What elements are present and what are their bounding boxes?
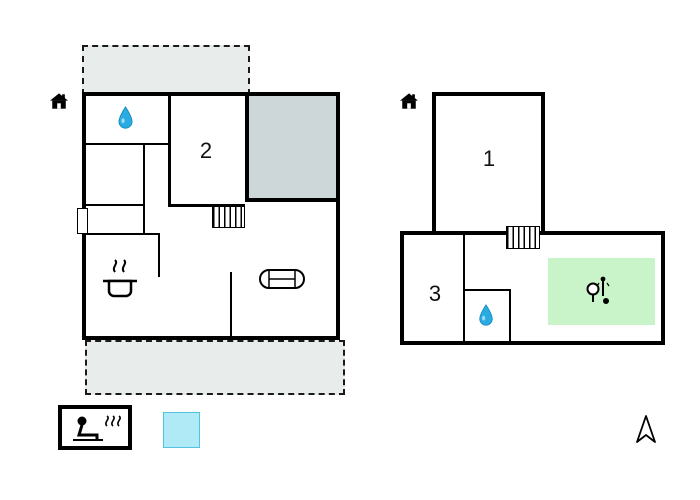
stairs-icon bbox=[212, 206, 245, 228]
interior-wall bbox=[86, 233, 160, 235]
interior-wall bbox=[168, 204, 245, 207]
house-icon bbox=[400, 93, 418, 110]
shower-icon bbox=[580, 272, 618, 310]
interior-wall bbox=[463, 289, 511, 291]
interior-wall bbox=[143, 143, 145, 235]
stove-pot-icon bbox=[100, 258, 140, 302]
interior-wall bbox=[168, 96, 171, 207]
north-arrow-icon bbox=[633, 412, 659, 446]
gray-room bbox=[245, 92, 340, 202]
interior-wall bbox=[86, 143, 170, 145]
stairs-icon bbox=[506, 226, 540, 249]
pool-legend-square bbox=[163, 412, 200, 448]
terrace-bottom bbox=[85, 340, 345, 395]
interior-wall bbox=[158, 233, 160, 277]
green-area bbox=[548, 258, 655, 325]
room-label-2: 2 bbox=[199, 138, 213, 163]
water-drop-icon bbox=[117, 106, 134, 129]
room-label-3: 3 bbox=[428, 281, 442, 306]
interior-wall bbox=[509, 289, 511, 341]
sauna-legend-box bbox=[58, 405, 132, 450]
interior-wall bbox=[230, 272, 232, 336]
house-icon bbox=[50, 93, 68, 110]
interior-wall bbox=[463, 235, 465, 341]
water-drop-icon bbox=[478, 304, 494, 326]
room-label-1: 1 bbox=[482, 146, 496, 171]
building-outline-room1 bbox=[432, 92, 545, 235]
window-marker bbox=[77, 208, 88, 234]
sofa-icon bbox=[258, 266, 306, 292]
interior-wall bbox=[86, 204, 145, 206]
terrace-top bbox=[82, 45, 250, 95]
sauna-icon bbox=[67, 413, 127, 445]
